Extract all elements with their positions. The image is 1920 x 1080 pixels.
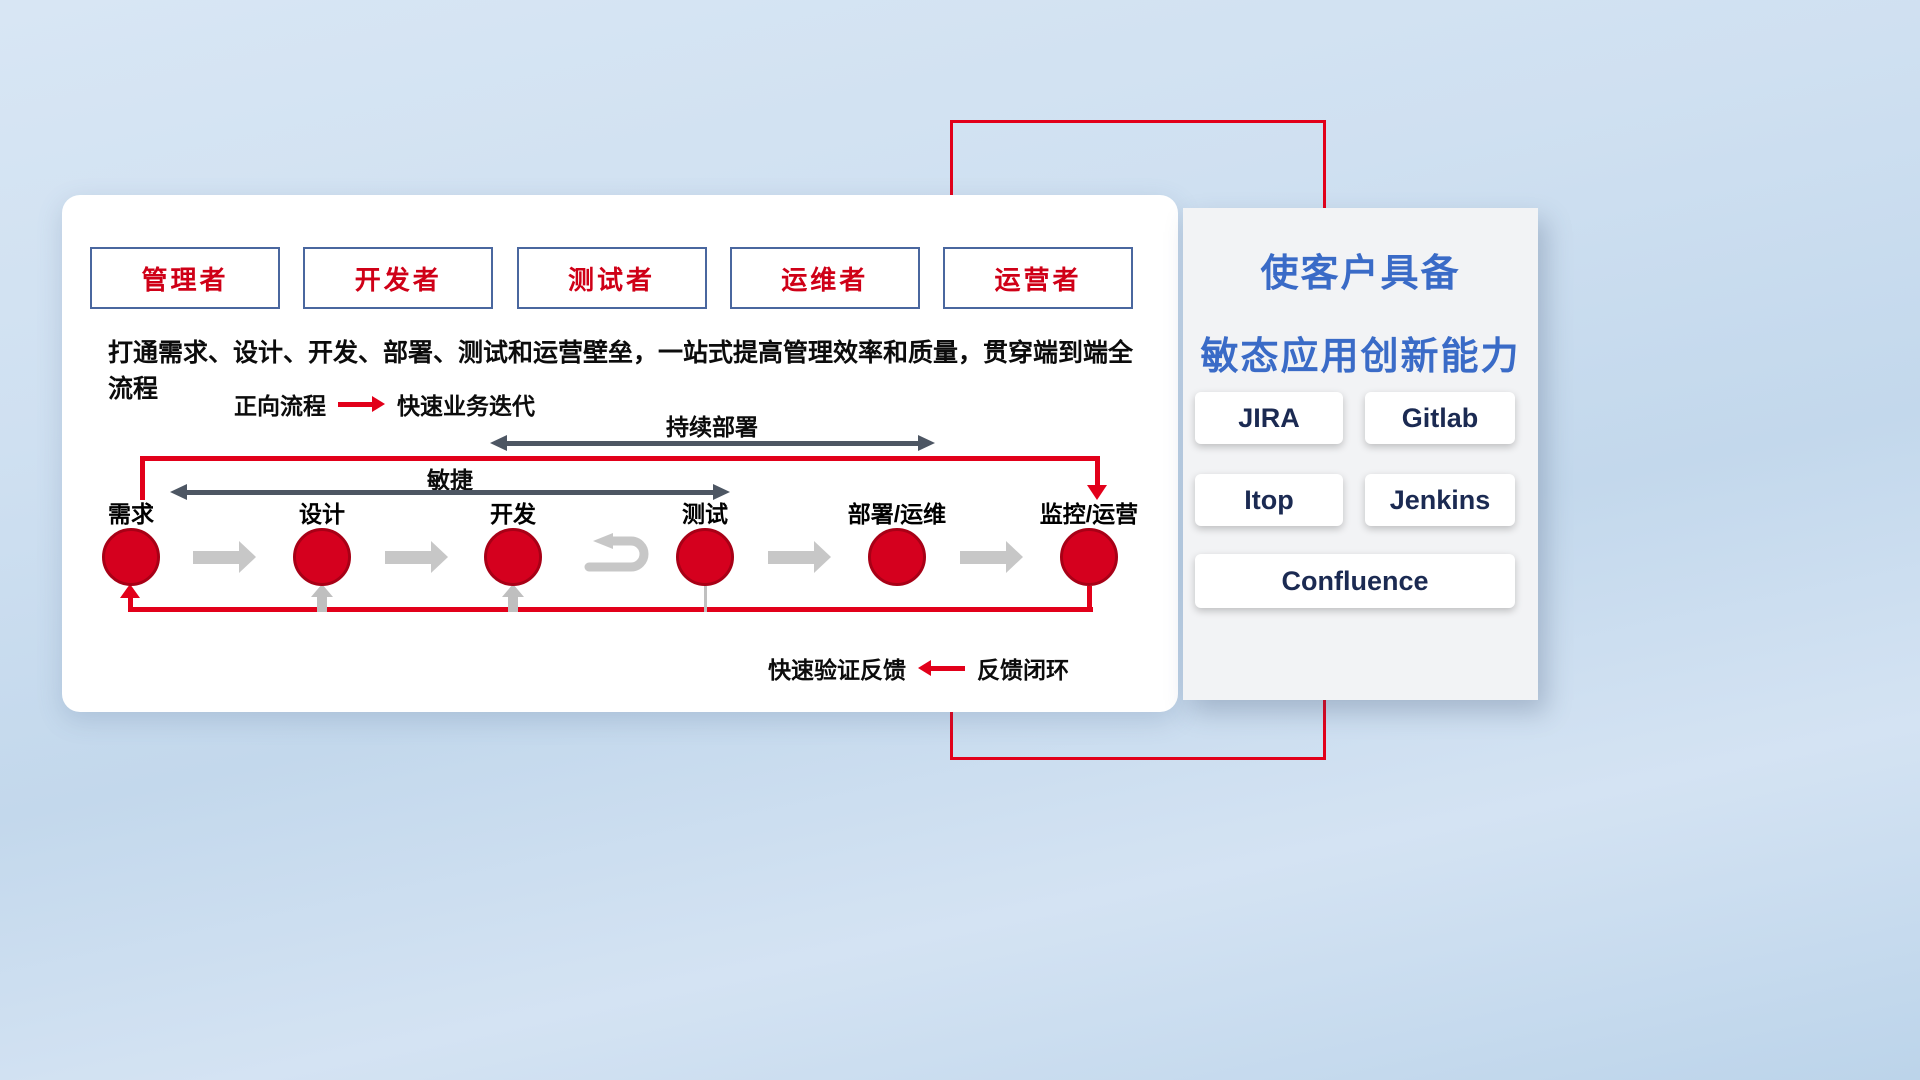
stage-label-deploy-ops: 部署/运维 [847,501,947,527]
panel-title-line1: 使客户具备 [1260,253,1461,295]
tool-itop: Itop [1195,474,1343,526]
stage-label-requirements: 需求 [108,501,154,527]
tool-jenkins: Jenkins [1365,474,1515,526]
continuous-deployment-span-arrow-icon [490,435,935,451]
tool-confluence: Confluence [1195,554,1515,608]
feedback-loop-arrowhead-icon [120,584,140,598]
feedback-to-design-arrow-icon [311,584,333,597]
stage-label-design: 设计 [299,501,345,527]
forward-flow-legend: 正向流程 快速业务迭代 [234,387,535,421]
role-box-developer: 开发者 [303,247,494,309]
flow-arrow-3-icon [768,541,831,573]
flow-arrow-1-icon [193,541,256,573]
stage-label-monitor-op: 监控/运营 [1039,501,1139,527]
stage-node-develop [484,528,542,586]
dev-test-iteration-loop-icon [575,531,657,588]
forward-arrow-icon [338,396,385,412]
feedback-loop-left-stub [128,598,133,612]
tool-jira: JIRA [1195,392,1343,444]
feedback-to-dev-arrow-icon [502,584,524,597]
role-box-operator: 运营者 [943,247,1133,309]
panel-title-line2: 敏态应用创新能力 [1200,336,1521,378]
forward-loop-arrowhead-icon [1087,485,1107,500]
diagram-subtitle: 打通需求、设计、开发、部署、测试和运营壁垒，一站式提高管理效率和质量，贯穿端到端… [108,339,1134,403]
feedback-label: 反馈闭环 [977,657,1069,683]
feedback-to-design-shaft [317,597,327,612]
forward-loop-top-line [140,456,1100,461]
stage-label-develop: 开发 [490,501,536,527]
flow-arrow-4-icon [960,541,1023,573]
flow-arrow-2-icon [385,541,448,573]
role-box-ops: 运维者 [729,247,920,309]
tool-gitlab: Gitlab [1365,392,1515,444]
feedback-legend: 快速验证反馈 反馈闭环 [768,651,1069,685]
role-box-manager: 管理者 [90,247,280,309]
forward-flow-value: 快速业务迭代 [397,393,535,419]
role-box-tester: 测试者 [516,247,707,309]
stage-node-monitor-op [1060,528,1118,586]
stage-node-requirements [102,528,160,586]
stage-node-design [293,528,351,586]
feedback-arrow-icon [918,660,965,676]
stage-node-test [676,528,734,586]
forward-loop-left-stub [140,456,145,500]
continuous-deployment-label: 持续部署 [666,414,758,440]
forward-loop-right-stub [1095,456,1100,486]
forward-flow-label: 正向流程 [234,393,326,419]
test-feedback-connector-line [704,586,707,612]
agile-label: 敏捷 [427,467,473,493]
feedback-loop-bottom-line [128,607,1093,612]
stage-node-deploy-ops [868,528,926,586]
feedback-loop-right-stub [1087,586,1092,612]
devops-diagram-card: 管理者 开发者 测试者 运维者 运营者 打通需求、设计、开发、部署、测试和运营壁… [62,195,1178,712]
role-boxes-row: 管理者 开发者 测试者 运维者 运营者 [90,247,1133,309]
feedback-value: 快速验证反馈 [768,657,906,683]
agile-span-arrow-icon [170,484,730,500]
feedback-to-dev-shaft [508,597,518,612]
tools-panel: 使客户具备 敏态应用创新能力 JIRA Gitlab Itop Jenkins … [1183,208,1538,700]
stage-label-test: 测试 [682,501,728,527]
